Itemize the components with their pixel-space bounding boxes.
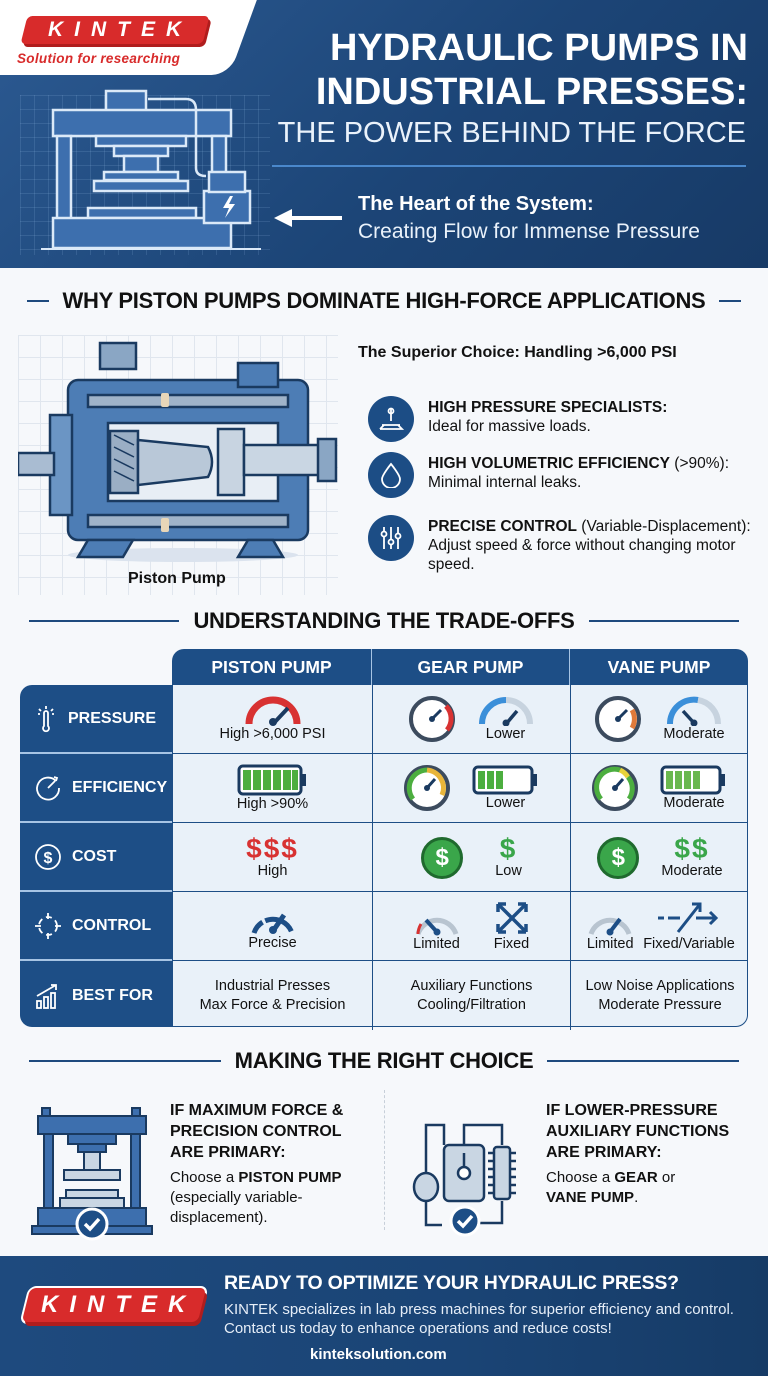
comparison-table: PISTON PUMP GEAR PUMP VANE PUMP PRESSURE…	[20, 649, 748, 1030]
row-label-pressure: PRESSURE	[20, 685, 172, 754]
speedometer-icon	[36, 775, 60, 800]
cell-gear-cost: $ $ Low	[373, 823, 571, 891]
table-header: PISTON PUMP GEAR PUMP VANE PUMP	[172, 649, 748, 685]
dial-gauge-icon	[592, 765, 638, 811]
gauge-moderate-icon	[666, 696, 721, 726]
table-row-efficiency: High >90% Lower Moderate	[173, 754, 747, 823]
table-row-pressure: High >6,000 PSI Lower Moderate	[173, 685, 747, 754]
fixed-arrows-icon	[495, 902, 528, 934]
auxiliary-circuit-check-icon	[412, 1123, 516, 1237]
table-row-cost: $$$ High $ $ Low $ $$ Moderate	[173, 823, 747, 892]
gauge-low-icon	[478, 697, 533, 726]
dial-gauge-icon	[408, 696, 455, 742]
bar-chart-icon	[36, 983, 57, 1009]
cell-vane-pressure: Moderate	[571, 685, 749, 753]
gauge-limited-icon	[588, 917, 632, 936]
feature-efficiency: HIGH VOLUMETRIC EFFICIENCY (>90%):Minima…	[368, 452, 758, 498]
dial-gauge-icon	[403, 765, 450, 811]
superior-choice-heading: The Superior Choice: Handling >6,000 PSI	[358, 344, 677, 361]
cell-vane-cost: $ $$ Moderate	[571, 823, 749, 891]
cell-gear-pressure: Lower	[373, 685, 571, 753]
row-label-cost: $ COST	[20, 823, 172, 892]
crosshair-icon	[35, 912, 61, 939]
footer-cta: KINTEK READY TO OPTIMIZE YOUR HYDRAULIC …	[0, 1256, 768, 1376]
hero-banner: KINTEK Solution for researching HYDRAULI…	[0, 0, 768, 268]
kintek-logo[interactable]: KINTEK	[20, 16, 210, 44]
fixed-variable-arrow-icon	[657, 902, 719, 933]
logo-tagline: Solution for researching	[17, 51, 181, 66]
choice-divider	[384, 1090, 385, 1230]
cta-title: READY TO OPTIMIZE YOUR HYDRAULIC PRESS?	[224, 1272, 679, 1294]
droplet-icon	[368, 452, 414, 498]
heading-rule	[588, 620, 739, 622]
cell-gear-best-for: Auxiliary Functions Cooling/Filtration	[373, 961, 571, 1030]
heading-rule	[26, 300, 49, 302]
sliders-icon	[368, 515, 414, 561]
cell-gear-control: Limited Fixed	[373, 892, 571, 960]
choice-piston: IF MAXIMUM FORCE & PRECISION CONTROL ARE…	[170, 1102, 344, 1226]
cell-piston-best-for: Industrial Presses Max Force & Precision	[173, 961, 373, 1030]
page-subtitle: THE POWER BEHIND THE FORCE	[277, 117, 746, 149]
col-piston-pump: PISTON PUMP	[172, 649, 372, 685]
dollar-circle-icon: $	[35, 843, 61, 870]
heading-rule	[28, 1060, 221, 1062]
kintek-logo[interactable]: KINTEK	[21, 1288, 207, 1322]
piston-pump-illustration	[18, 335, 338, 595]
cell-vane-best-for: Low Noise Applications Moderate Pressure	[585, 977, 735, 1013]
choice-gear-vane: IF LOWER-PRESSURE AUXILIARY FUNCTIONS AR…	[546, 1102, 730, 1206]
section-heading-why: WHY PISTON PUMPS DOMINATE HIGH-FORCE APP…	[0, 288, 768, 314]
cell-piston-pressure: High >6,000 PSI	[173, 685, 373, 753]
piston-pump-icon	[18, 341, 338, 562]
battery-full-icon	[237, 764, 306, 796]
section-heading-tradeoffs: UNDERSTANDING THE TRADE-OFFS	[0, 608, 768, 634]
pressure-gauge-icon	[368, 396, 414, 442]
row-label-best-for: BEST FOR	[20, 961, 172, 1030]
heading-rule	[547, 1060, 740, 1062]
title-divider	[272, 165, 746, 167]
heading-rule	[29, 620, 180, 622]
battery-medium-icon	[660, 765, 725, 795]
precision-gauge-icon	[251, 913, 294, 934]
arrow-left-icon	[274, 209, 342, 227]
col-vane-pump: VANE PUMP	[607, 656, 711, 677]
cell-piston-efficiency: High >90%	[173, 754, 373, 822]
row-label-control: CONTROL	[20, 892, 172, 961]
pump-image-caption: Piston Pump	[128, 570, 226, 587]
cta-body: KINTEK specializes in lab press machines…	[224, 1301, 734, 1337]
dial-gauge-icon	[595, 696, 642, 742]
table-body: High >6,000 PSI Lower Moderate	[172, 685, 748, 1030]
cell-piston-cost: $$$ High	[173, 823, 373, 891]
website-link[interactable]: kinteksolution.com	[310, 1346, 447, 1363]
row-label-efficiency: EFFICIENCY	[20, 754, 172, 823]
coin-icon: $	[421, 837, 464, 879]
table-row-best-for: Industrial Presses Max Force & Precision…	[173, 961, 747, 1030]
dollar-signs-icon: $$$	[246, 833, 299, 864]
page-title: HYDRAULIC PUMPS IN INDUSTRIAL PRESSES:	[315, 27, 748, 113]
gauge-limited-icon	[415, 917, 458, 936]
dollar-signs-icon: $$	[674, 833, 710, 864]
feature-precise-control: PRECISE CONTROL (Variable-Displacement):…	[368, 515, 758, 574]
table-row-control: Precise Limited Fixed	[173, 892, 747, 961]
gauge-high-icon	[245, 696, 300, 726]
svg-text:$: $	[44, 850, 53, 867]
cell-vane-control: Limited Fixed/Variable	[571, 892, 749, 960]
hydraulic-press-check-icon	[31, 1107, 153, 1241]
feature-high-pressure: HIGH PRESSURE SPECIALISTS:Ideal for mass…	[368, 396, 758, 442]
hydraulic-press-icon	[41, 89, 261, 250]
heading-rule	[719, 300, 742, 302]
col-gear-pump: GEAR PUMP	[372, 649, 570, 685]
cell-gear-efficiency: Lower	[373, 754, 571, 822]
heart-subtitle: Creating Flow for Immense Pressure	[358, 220, 700, 243]
heart-title: The Heart of the System:	[358, 193, 594, 215]
battery-low-icon	[472, 765, 537, 795]
coin-icon: $	[597, 837, 640, 879]
cell-vane-efficiency: Moderate	[571, 754, 749, 822]
cell-piston-control: Precise	[173, 892, 373, 960]
dollar-signs-icon: $	[499, 833, 518, 864]
section-heading-choice: MAKING THE RIGHT CHOICE	[0, 1048, 768, 1074]
thermometer-icon	[38, 705, 54, 732]
row-labels: PRESSURE EFFICIENCY $ COST CONTROL BEST …	[20, 685, 172, 1027]
